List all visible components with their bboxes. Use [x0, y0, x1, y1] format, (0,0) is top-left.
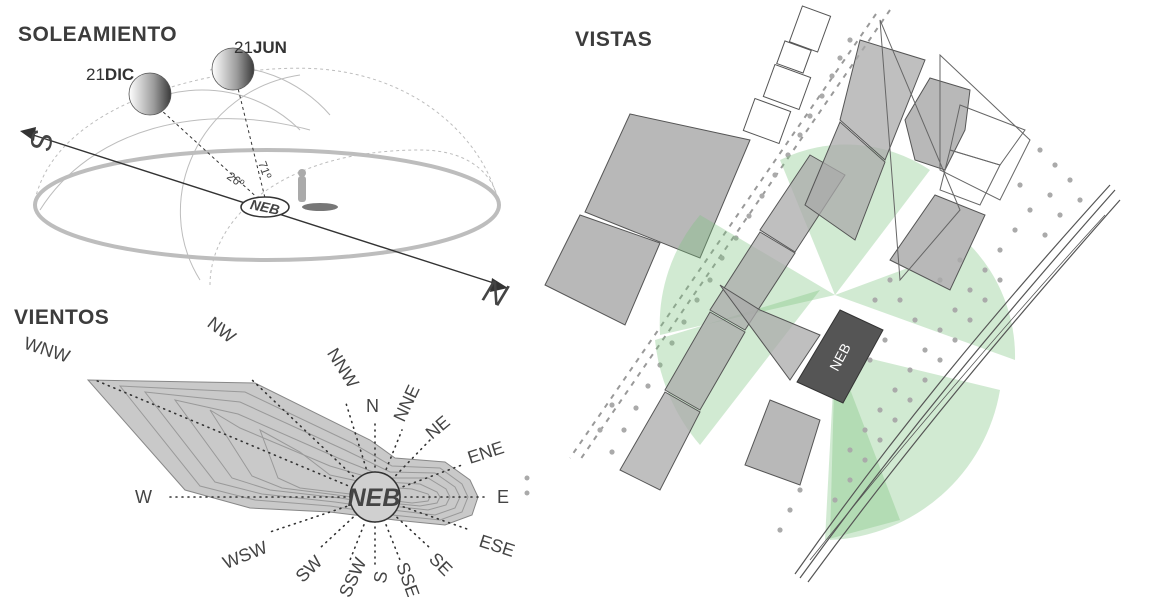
dome-arc-winter: [39, 118, 311, 211]
sun-jun-icon: [211, 47, 255, 91]
dot: [524, 475, 530, 481]
dir-label-sse: SSE: [392, 560, 423, 597]
tree-dots-east: [832, 147, 1083, 503]
wind-hull-5: [209, 409, 441, 507]
soleamiento-title: SOLEAMIENTO: [18, 23, 178, 46]
building-grid-cluster: [742, 5, 832, 145]
dir-label-sw: SW: [292, 552, 327, 587]
sun-ray-dic: [149, 99, 263, 203]
neb-marker-wind: [349, 471, 401, 523]
dir-label-nne: NNE: [389, 382, 423, 425]
dome-arc-outer: [34, 67, 500, 206]
tree-dots-left: [597, 37, 853, 533]
wind-hull-6: [259, 428, 431, 504]
axis-arrow-north: [490, 278, 508, 292]
neb-label-wind: NEB: [348, 484, 401, 512]
sun-dic-icon: [128, 72, 172, 116]
angle-dic-label: 26º: [224, 169, 247, 191]
wind-hull-2: [118, 385, 469, 521]
dashed-road-lines: [569, 9, 891, 461]
building-east: [889, 194, 986, 291]
neb-marker-sol: [240, 196, 290, 218]
building-large-1: [584, 113, 751, 259]
building-large-2: [544, 214, 661, 326]
axis-arrow-south: [20, 127, 36, 141]
south-label: S: [23, 128, 59, 153]
dome-arc-meridian: [179, 74, 301, 281]
railway-lines: [794, 184, 1121, 583]
dir-label-wnw: WNW: [22, 333, 73, 367]
dot: [524, 490, 530, 496]
neb-building: [796, 309, 884, 404]
dir-label-n: N: [366, 396, 379, 416]
dir-label-wsw: WSW: [220, 537, 270, 573]
wind-rose-diagram: NEB N NNE NE ENE E ESE SE SSE S SSW SW W…: [22, 313, 530, 597]
dir-label-se: SE: [425, 549, 456, 580]
terraced-buildings: [619, 39, 926, 491]
dir-label-w: W: [135, 487, 152, 507]
neb-label-sol: NEB: [249, 196, 281, 218]
dir-label-ene: ENE: [465, 437, 506, 467]
sun-path-diagram: NEB 71º 26º 21DIC 21JUN S N: [20, 38, 513, 314]
view-cone-east: [835, 245, 1016, 360]
dir-label-e: E: [497, 487, 509, 507]
view-cone-southeast: [830, 350, 1000, 540]
views-site-plan: NEB: [544, 5, 1121, 583]
dome-arc-summer: [209, 149, 500, 286]
building-south: [744, 399, 821, 486]
dir-label-ese-outer: ESE: [477, 531, 517, 561]
vientos-title: VIENTOS: [14, 306, 110, 329]
label-21-dic: 21DIC: [86, 65, 134, 84]
angle-jun-label: 71º: [255, 159, 274, 181]
dir-label-nnw: NNW: [323, 344, 363, 391]
vistas-title: VISTAS: [575, 28, 653, 51]
wind-hull-4: [173, 399, 451, 511]
figure-shadow: [302, 203, 338, 211]
wind-hull-3: [143, 391, 461, 516]
dir-label-s: S: [370, 569, 392, 584]
north-label: N: [478, 272, 513, 314]
dir-label-ne: NE: [422, 412, 454, 443]
human-figure-head: [298, 169, 306, 177]
label-21-jun: 21JUN: [234, 38, 287, 57]
sun-ray-jun: [233, 71, 267, 203]
outlined-plots: [879, 19, 1031, 282]
dir-label-nw: NW: [204, 313, 240, 347]
dir-label-ssw: SSW: [335, 555, 370, 597]
human-figure-icon: [298, 176, 306, 202]
